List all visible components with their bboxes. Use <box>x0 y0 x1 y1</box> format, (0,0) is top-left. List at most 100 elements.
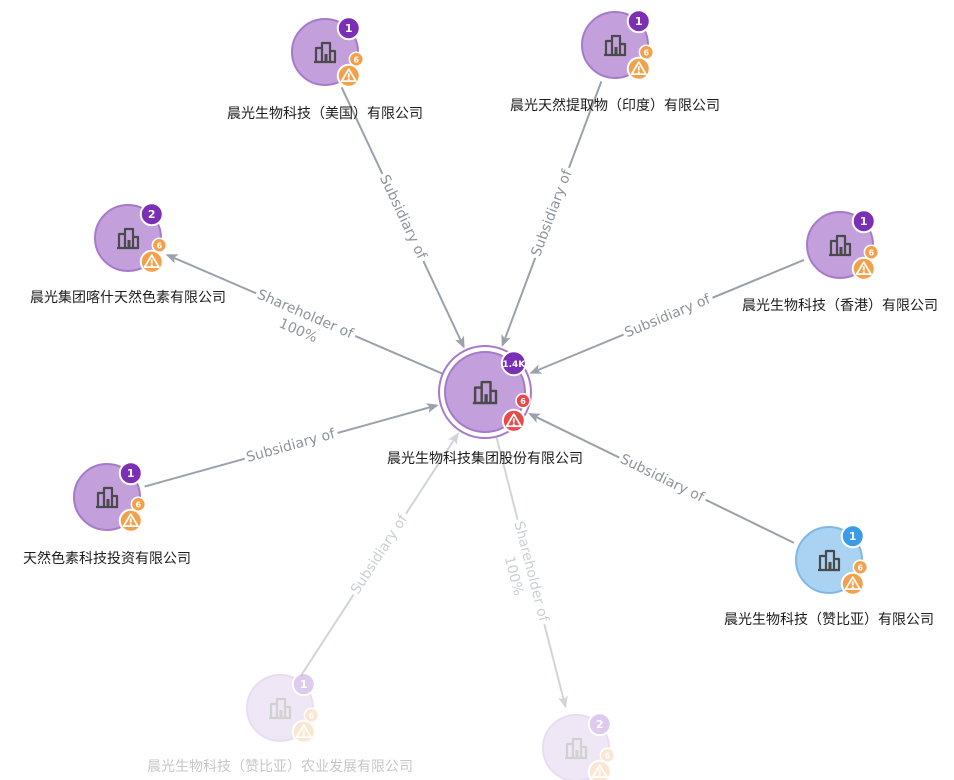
risk-count-text: 6 <box>644 48 650 57</box>
warning-dot <box>637 71 640 74</box>
warning-icon <box>855 261 872 276</box>
risk-count-text: 6 <box>858 563 864 572</box>
warning-triangle <box>630 61 647 76</box>
warning-triangle <box>505 413 522 428</box>
node-circle <box>542 714 610 780</box>
edge-label-bg <box>620 289 716 342</box>
risk-count-badge <box>852 559 869 576</box>
edge-india-center: Subsidiary of <box>501 81 603 348</box>
edge-label-group: Subsidiary of <box>616 449 710 506</box>
count-badge-text: 1 <box>849 530 857 543</box>
warning-dot <box>598 774 601 777</box>
count-badge <box>291 672 316 697</box>
edge-label: Subsidiary of <box>528 167 575 259</box>
risk-count-text: 6 <box>136 500 142 509</box>
count-badge <box>851 209 876 234</box>
edge-label: Subsidiary of <box>376 172 430 262</box>
risk-count-text: 6 <box>157 241 163 250</box>
building-door <box>828 562 832 570</box>
warning-icon <box>844 576 861 591</box>
count-badge-text: 1 <box>635 15 643 28</box>
count-badge-text: 1 <box>345 22 353 35</box>
warning-dot <box>150 264 153 267</box>
building-door <box>106 499 110 507</box>
node-label: 晨光生物科技（美国）有限公司 <box>227 106 423 122</box>
edge-zambia-center: Subsidiary of <box>528 413 795 544</box>
warning-dot <box>512 423 515 426</box>
building-door <box>127 240 131 248</box>
warning-triangle <box>855 261 872 276</box>
edge-line <box>495 436 568 709</box>
warning-triangle <box>295 724 312 739</box>
building-icon <box>96 486 119 509</box>
building-door <box>484 394 488 403</box>
node-bottom[interactable]: 26 <box>542 712 616 780</box>
count-badge-text: 1 <box>300 678 308 691</box>
node-label: 晨光生物科技（赞比亚）农业发展有限公司 <box>147 759 413 775</box>
node-label: 晨光生物科技（香港）有限公司 <box>742 298 938 314</box>
edge-zambia_agri-center: Subsidiary of <box>300 432 459 676</box>
count-badge <box>626 9 651 34</box>
edge-label-group: Subsidiary of <box>346 508 412 599</box>
warning-dot <box>302 734 305 737</box>
edge-label: Subsidiary of <box>245 426 338 466</box>
risk-count-badge <box>863 244 880 261</box>
node-label: 天然色素科技投资有限公司 <box>23 550 191 567</box>
count-badge <box>500 350 527 377</box>
building-icon <box>818 549 841 572</box>
risk-badge <box>291 719 316 744</box>
building-door <box>839 247 843 255</box>
edge-label-group: Subsidiary of <box>376 170 432 265</box>
warning-triangle <box>122 513 139 528</box>
building-door <box>614 47 618 55</box>
warning-triangle <box>340 68 357 83</box>
node-us[interactable]: 1 6 晨光生物科技（美国）有限公司 <box>227 16 423 122</box>
risk-count-text: 6 <box>309 711 315 720</box>
node-hk[interactable]: 1 6 晨光生物科技（香港）有限公司 <box>742 209 938 314</box>
count-badge-text: 1.4K <box>502 360 526 370</box>
edge-label-bg <box>510 517 554 627</box>
node-label: 晨光生物科技集团股份有限公司 <box>387 450 583 467</box>
node-label: 晨光集团喀什天然色素有限公司 <box>30 289 226 306</box>
risk-count-text: 6 <box>354 55 360 64</box>
count-badge <box>139 202 164 227</box>
risk-count-text: 6 <box>869 248 875 257</box>
count-badge-text: 1 <box>860 215 868 228</box>
node-zambia_agri[interactable]: 1 6 晨光生物科技（赞比亚）农业发展有限公司 <box>147 672 413 775</box>
count-badge <box>118 461 143 486</box>
edge-label-group: Subsidiary of <box>526 164 576 261</box>
building-door <box>324 54 328 62</box>
building-shape <box>565 737 588 760</box>
building-shape <box>269 697 292 720</box>
risk-count-badge <box>303 707 320 724</box>
building-icon <box>314 41 337 64</box>
risk-count-text: 6 <box>605 751 611 760</box>
warning-dot <box>862 271 865 274</box>
warning-icon <box>505 413 522 428</box>
warning-dot <box>347 78 350 81</box>
building-door <box>575 750 579 758</box>
node-circle <box>246 674 314 742</box>
edge-label: Subsidiary of <box>617 451 707 506</box>
count-badge <box>336 16 361 41</box>
warning-icon <box>630 61 647 76</box>
edge-natural-center: Subsidiary of <box>144 403 439 488</box>
edge-hk-center: Subsidiary of <box>529 258 805 374</box>
building-icon <box>604 34 627 57</box>
building-icon <box>117 227 140 250</box>
edge-label: Subsidiary of <box>622 291 713 341</box>
warning-icon <box>340 68 357 83</box>
risk-count-badge <box>599 747 616 764</box>
edge-line <box>300 432 459 676</box>
edge-label-bg <box>526 164 576 261</box>
warning-icon <box>122 513 139 528</box>
building-icon <box>472 380 498 405</box>
